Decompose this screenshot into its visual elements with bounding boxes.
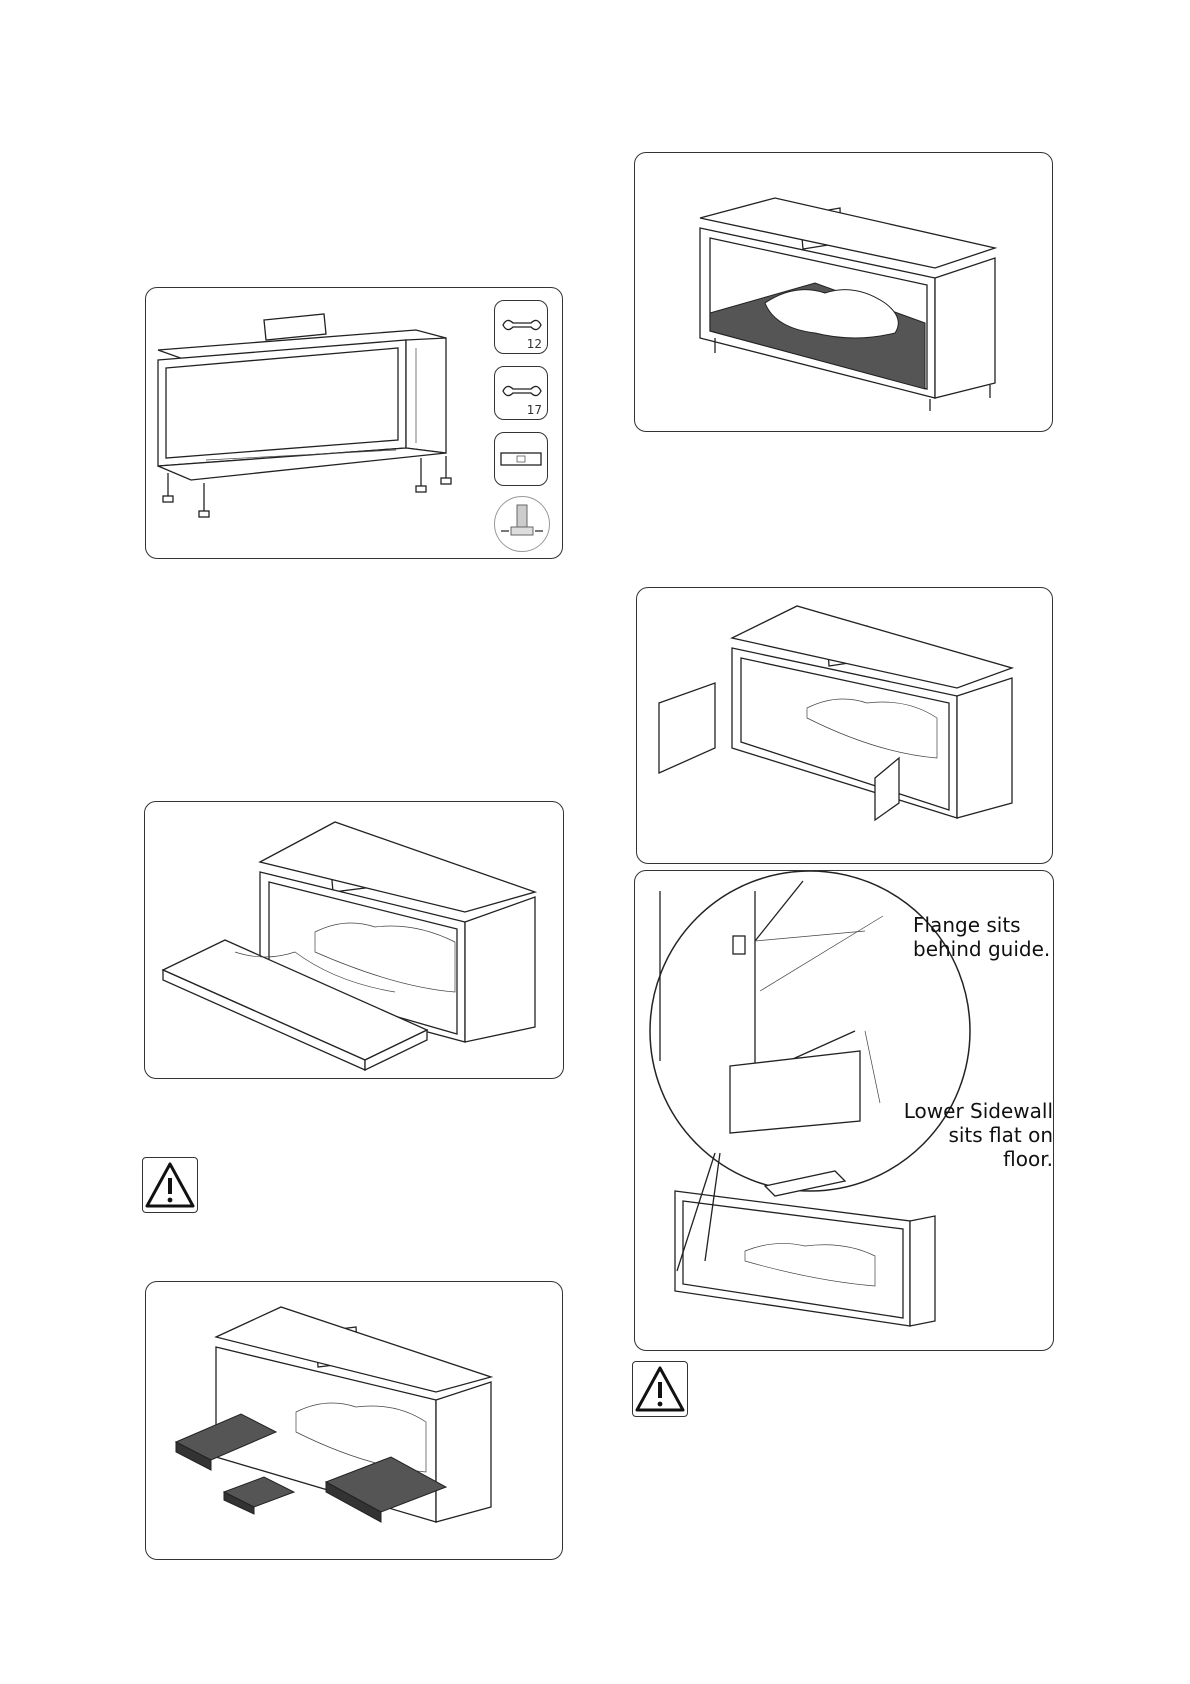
sidewall-small-firebox bbox=[675, 1153, 935, 1326]
firebox-grid-drawing bbox=[635, 153, 1053, 432]
wrench-12-icon: 12 bbox=[494, 300, 548, 354]
warning-triangle-icon bbox=[142, 1157, 198, 1213]
spirit-level-icon bbox=[494, 432, 548, 486]
grid-piece-center bbox=[224, 1477, 294, 1514]
grid-pieces-drawing bbox=[146, 1282, 563, 1560]
base-plate-drawing bbox=[145, 802, 564, 1079]
callout-sidewall: Lower Sidewall sits flat on floor. bbox=[899, 1099, 1053, 1171]
wrench-12-label: 12 bbox=[527, 337, 542, 351]
figure-firebox-grid-floor bbox=[634, 152, 1053, 432]
callout-flange: Flange sits behind guide. bbox=[913, 913, 1050, 961]
callout-flange-line2: behind guide. bbox=[913, 937, 1050, 961]
callout-sidewall-line1: Lower Sidewall bbox=[899, 1099, 1053, 1123]
adjustable-foot-icon bbox=[494, 496, 550, 552]
figure-firebox-levelling: 12 17 bbox=[145, 287, 563, 559]
callout-flange-line1: Flange sits bbox=[913, 913, 1050, 937]
callout-sidewall-line2: sits flat on floor. bbox=[899, 1123, 1053, 1171]
wrench-17-label: 17 bbox=[527, 403, 542, 417]
warning-triangle-icon bbox=[632, 1361, 688, 1417]
figure-firebox-side-panels bbox=[636, 587, 1053, 864]
figure-firebox-grid-pieces bbox=[145, 1281, 563, 1560]
figure-firebox-base-plate bbox=[144, 801, 564, 1079]
side-panels-drawing bbox=[637, 588, 1053, 864]
wrench-17-icon: 17 bbox=[494, 366, 548, 420]
figure-sidewall-detail: Flange sits behind guide. Lower Sidewall… bbox=[634, 870, 1054, 1351]
side-panel-left bbox=[659, 683, 715, 773]
